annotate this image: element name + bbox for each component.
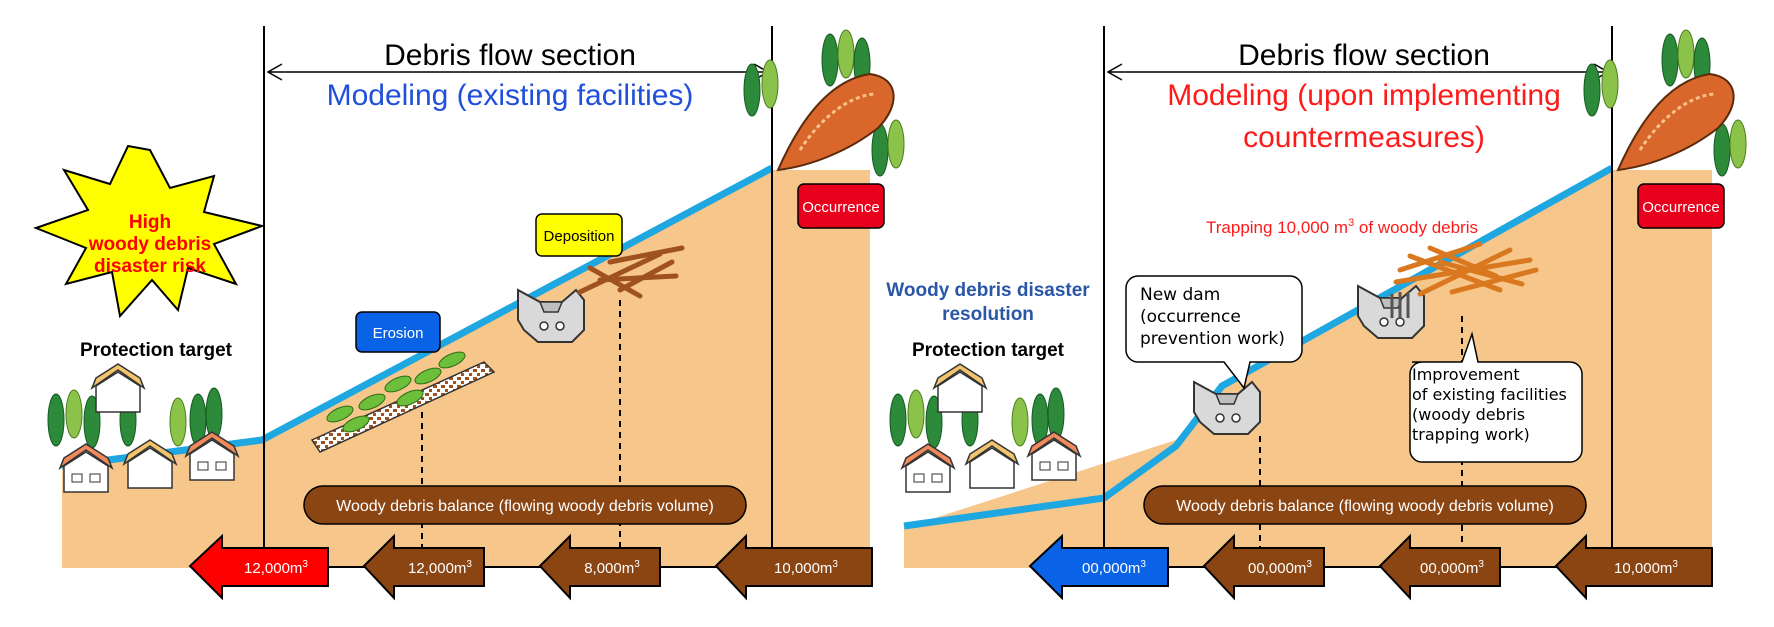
trapping-suffix: of woody debris <box>1354 218 1478 237</box>
left-panel: Debris flow section Modeling (existing f… <box>33 26 905 601</box>
improvement-callout-line2: of existing facilities <box>1412 385 1567 404</box>
left-modeling-title: Modeling (existing facilities) <box>327 79 694 112</box>
right-span-arrowhead-left <box>1106 63 1123 81</box>
left-protection-target: Protection target <box>80 340 233 361</box>
deposition-label: Deposition <box>544 228 615 245</box>
improvement-callout-line3: (woody debris <box>1412 405 1525 424</box>
left-debris-pile-icon <box>577 245 685 299</box>
right-modeling-title-line1: Modeling (upon implementing <box>1167 79 1561 112</box>
left-erosion-tree-icon-group <box>326 351 466 433</box>
right-landslide-icon <box>1616 72 1735 172</box>
right-arrow-2-unit: 3 <box>1306 559 1312 570</box>
right-flow-arrow-2: 00,000m3 <box>1202 533 1325 601</box>
right-balance-pill <box>1143 485 1587 525</box>
left-occurrence-box <box>797 183 885 229</box>
right-flow-arrow-4: 10,000m3 <box>1554 533 1713 601</box>
svg-text:00,000m3: 00,000m3 <box>1420 559 1484 577</box>
risk-burst-line3: disaster risk <box>94 256 206 277</box>
left-balance-label: Woody debris balance (flowing woody debr… <box>336 498 714 515</box>
new-dam-callout-line1: New dam <box>1140 285 1220 305</box>
svg-text:10,000m3: 10,000m3 <box>774 559 838 577</box>
left-arrow-1-value: 12,000m <box>244 560 302 577</box>
right-flow-arrow-3: 00,000m3 <box>1378 533 1501 601</box>
left-arrow-2-unit: 3 <box>466 559 472 570</box>
left-flow-arrow-3: 8,000m3 <box>538 533 661 601</box>
right-debris-pile-icon <box>1393 241 1539 297</box>
right-occurrence-label: Occurrence <box>1642 199 1720 216</box>
left-flow-arrow-4: 10,000m3 <box>714 533 873 601</box>
left-arrow-3-value: 8,000m <box>584 560 634 577</box>
left-arrow-1-unit: 3 <box>302 559 308 570</box>
right-panel: Debris flow section Modeling (upon imple… <box>886 26 1747 601</box>
right-arrow-4-unit: 3 <box>1672 559 1678 570</box>
trapping-sup: 3 <box>1348 217 1354 229</box>
left-occurrence-label: Occurrence <box>802 199 880 216</box>
resolution-label-line1: Woody debris disaster <box>886 280 1090 301</box>
right-section-label: Debris flow section <box>1238 39 1490 72</box>
risk-burst-line1: High <box>129 212 171 233</box>
svg-text:12,000m3: 12,000m3 <box>244 559 308 577</box>
right-balance-label: Woody debris balance (flowing woody debr… <box>1176 498 1554 515</box>
right-flow-arrow-1: 00,000m3 <box>1028 533 1169 601</box>
improvement-callout-line4: trapping work) <box>1412 425 1530 444</box>
right-arrow-4-value: 10,000m <box>1614 560 1672 577</box>
right-arrow-1-unit: 3 <box>1140 559 1146 570</box>
svg-text:10,000m3: 10,000m3 <box>1614 559 1678 577</box>
left-arrow-3-unit: 3 <box>634 559 640 570</box>
svg-text:12,000m3: 12,000m3 <box>408 559 472 577</box>
new-dam-callout <box>1125 275 1303 390</box>
new-dam-callout-line2: (occurrence <box>1140 307 1241 327</box>
erosion-label: Erosion <box>373 325 424 342</box>
svg-text:8,000m3: 8,000m3 <box>584 559 640 577</box>
left-arrow-4-value: 10,000m <box>774 560 832 577</box>
improvement-callout-line1: Improvement <box>1412 365 1520 384</box>
right-arrow-3-value: 00,000m <box>1420 560 1478 577</box>
right-arrow-2-value: 00,000m <box>1248 560 1306 577</box>
burst-icon <box>33 144 266 319</box>
right-river <box>903 164 1614 530</box>
risk-burst-line2: woody debris <box>88 234 211 255</box>
left-balance-pill <box>303 485 747 525</box>
deposition-label-box <box>535 213 623 257</box>
left-arrow-2-value: 12,000m <box>408 560 466 577</box>
erosion-label-box <box>355 311 441 353</box>
left-arrow-4-unit: 3 <box>832 559 838 570</box>
improvement-callout <box>1409 331 1583 463</box>
right-arrow-3-unit: 3 <box>1478 559 1484 570</box>
new-dam-callout-line3: prevention work) <box>1140 329 1285 349</box>
svg-text:00,000m3: 00,000m3 <box>1082 559 1146 577</box>
left-section-label: Debris flow section <box>384 39 636 72</box>
trapping-label: Trapping 10,000 m3 of woody debris <box>1206 217 1478 237</box>
right-modeling-title-line2: countermeasures) <box>1243 121 1485 154</box>
left-landslide-icon <box>776 72 895 172</box>
trapping-bars-icon <box>1390 292 1410 318</box>
left-flow-arrow-1: 12,000m3 <box>188 533 329 601</box>
left-span-arrowhead-left <box>266 63 283 81</box>
svg-text:00,000m3: 00,000m3 <box>1248 559 1312 577</box>
resolution-label-line2: resolution <box>942 304 1034 325</box>
right-slope <box>904 170 1712 568</box>
trapping-prefix: Trapping 10,000 m <box>1206 218 1348 237</box>
right-arrow-1-value: 00,000m <box>1082 560 1140 577</box>
right-protection-target: Protection target <box>912 340 1065 361</box>
left-flow-arrow-2: 12,000m3 <box>362 533 485 601</box>
right-occurrence-box <box>1637 183 1725 229</box>
